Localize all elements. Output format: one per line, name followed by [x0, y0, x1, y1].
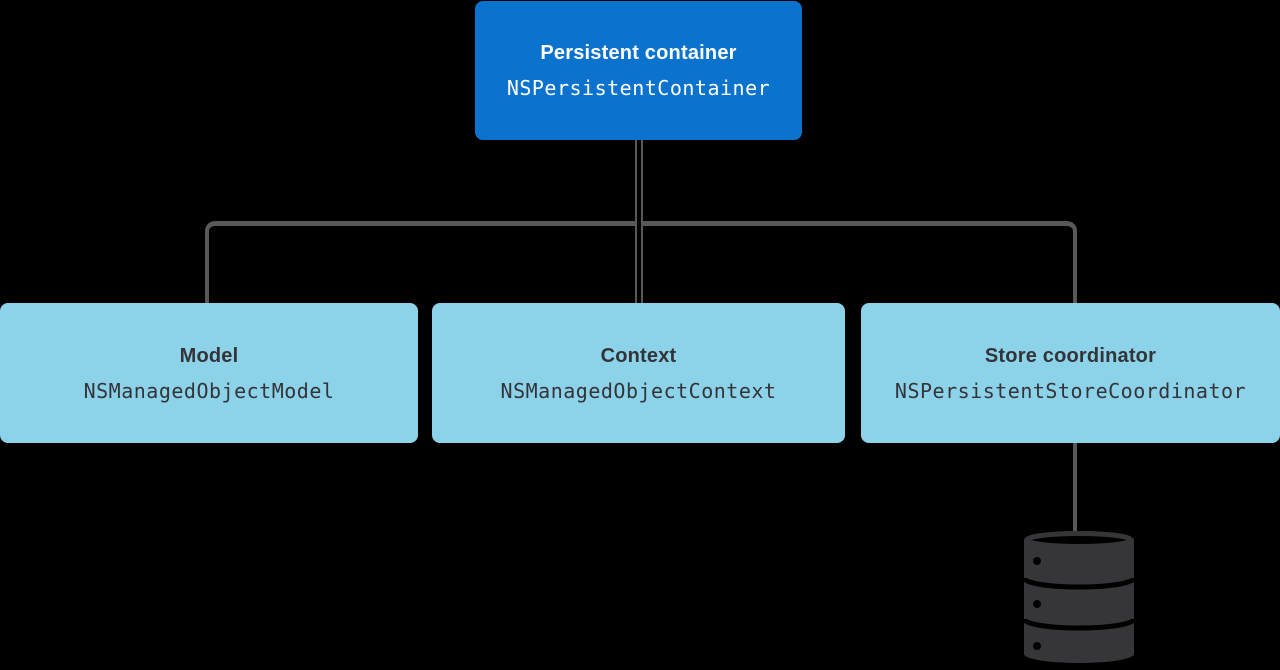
node-title: Persistent container [540, 42, 737, 64]
database-icon [1021, 531, 1137, 663]
connector-container-to-context [635, 140, 643, 303]
node-context: Context NSManagedObjectContext [432, 303, 845, 443]
node-class-name: NSManagedObjectModel [83, 378, 335, 403]
node-class-name: NSPersistentStoreCoordinator [894, 378, 1247, 403]
node-title: Store coordinator [984, 344, 1157, 367]
node-title: Model [179, 344, 239, 367]
connector-store-to-database [1073, 443, 1077, 531]
node-persistent-container: Persistent container NSPersistentContain… [475, 1, 802, 140]
node-title: Context [600, 344, 677, 367]
node-store-coordinator: Store coordinator NSPersistentStoreCoord… [861, 303, 1280, 443]
node-class-name: NSManagedObjectContext [500, 378, 777, 403]
node-model: Model NSManagedObjectModel [0, 303, 418, 443]
node-class-name: NSPersistentContainer [506, 76, 771, 100]
